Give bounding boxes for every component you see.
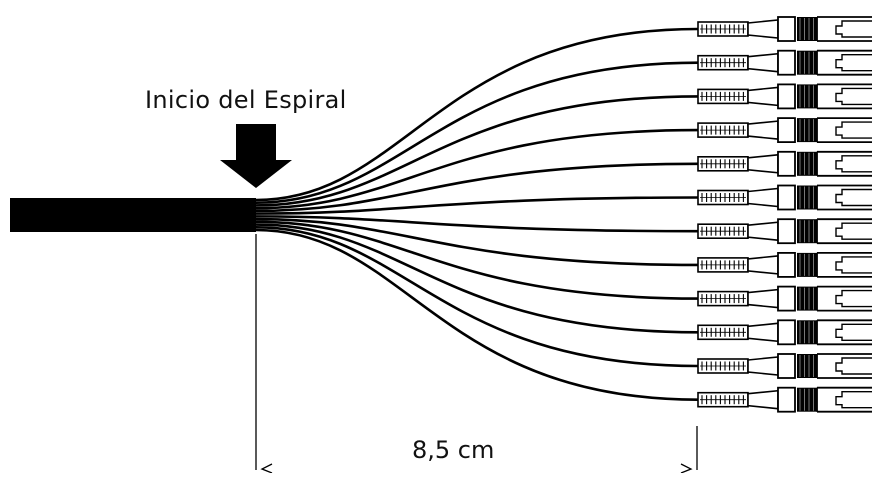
connector-grip-band [797,118,817,143]
connector-taper [747,187,779,208]
connector-taper [747,221,779,242]
lc-connector [697,184,872,211]
connector-taper [747,153,779,174]
connector-latch [835,121,872,139]
fiber-strand [255,61,699,205]
connector-body [777,49,796,76]
connector-housing [816,353,872,379]
connector-body [777,16,796,42]
connector-housing [816,285,872,312]
fiber-strand [255,223,699,334]
connector-grip-band [797,185,817,210]
connector-body [777,83,796,110]
connector-housing [816,117,872,143]
connector-latch [835,357,872,375]
fiber-strand [255,27,699,202]
spiral-start-label: Inicio del Espiral [145,86,347,114]
right-dimension-arrowhead [680,463,693,474]
connector-taper [747,356,779,376]
connector-grip-band [797,320,817,345]
lc-connector [697,150,872,177]
connector-latch [835,87,872,106]
main-cable-jacket [10,198,256,232]
left-dimension-arrowhead [260,463,273,474]
connector-body [777,117,796,143]
lc-connector [697,16,872,42]
connector-grip-band [797,252,817,277]
connector-grip-band [797,219,817,244]
connector-latch [835,391,872,409]
connector-array [697,16,872,413]
lc-connector [697,251,872,278]
connector-grip-band [797,50,817,75]
connector-body [777,285,796,312]
connector-body [777,319,796,346]
lc-connector [697,117,872,143]
connector-housing [816,184,872,211]
connector-taper [747,389,779,410]
connector-body [777,251,796,278]
length-measurement-label: 8,5 cm [412,436,495,464]
connector-grip-band [797,286,817,311]
fiber-strand [255,215,699,233]
connector-taper [747,120,779,140]
connector-latch [835,188,872,207]
connector-latch [835,289,872,308]
connector-latch [835,222,872,240]
connector-grip-band [797,387,817,412]
fiber-strand [255,225,699,368]
connector-latch [835,323,872,341]
fiber-lines [255,27,699,401]
lc-connector [697,218,872,245]
connector-taper [747,322,779,343]
fiber-strand [255,217,699,267]
connector-taper [747,86,779,107]
connector-body [777,353,796,379]
fiber-strand [255,162,699,213]
connector-taper [747,19,779,39]
connector-body [777,386,796,413]
connector-latch [835,155,872,173]
connector-body [777,150,796,177]
lc-connector [697,49,872,76]
connector-housing [816,386,872,413]
lc-connector [697,386,872,413]
lc-connector [697,353,872,379]
fiber-strand [255,228,699,401]
fiber-strand [255,95,699,207]
connector-taper [747,288,779,309]
connector-housing [816,16,872,42]
fiber-strand [255,128,699,210]
down-arrow-icon [220,124,292,188]
connector-body [777,218,796,245]
connector-grip-band [797,17,817,41]
lc-connector [697,319,872,346]
connector-latch [835,20,872,38]
connector-grip-band [797,151,817,176]
fiber-strand [255,196,699,215]
connector-housing [816,49,872,76]
connector-grip-band [797,354,817,378]
connector-housing [816,150,872,177]
fiber-strand [255,220,699,300]
connector-latch [835,54,872,72]
connector-body [777,184,796,211]
connector-housing [816,319,872,346]
connector-housing [816,83,872,110]
connector-housing [816,252,872,278]
connector-latch [835,256,872,274]
lc-connector [697,285,872,312]
connector-taper [747,52,779,73]
lc-connector [697,83,872,110]
connector-taper [747,255,779,275]
connector-grip-band [797,84,817,109]
connector-housing [816,218,872,245]
